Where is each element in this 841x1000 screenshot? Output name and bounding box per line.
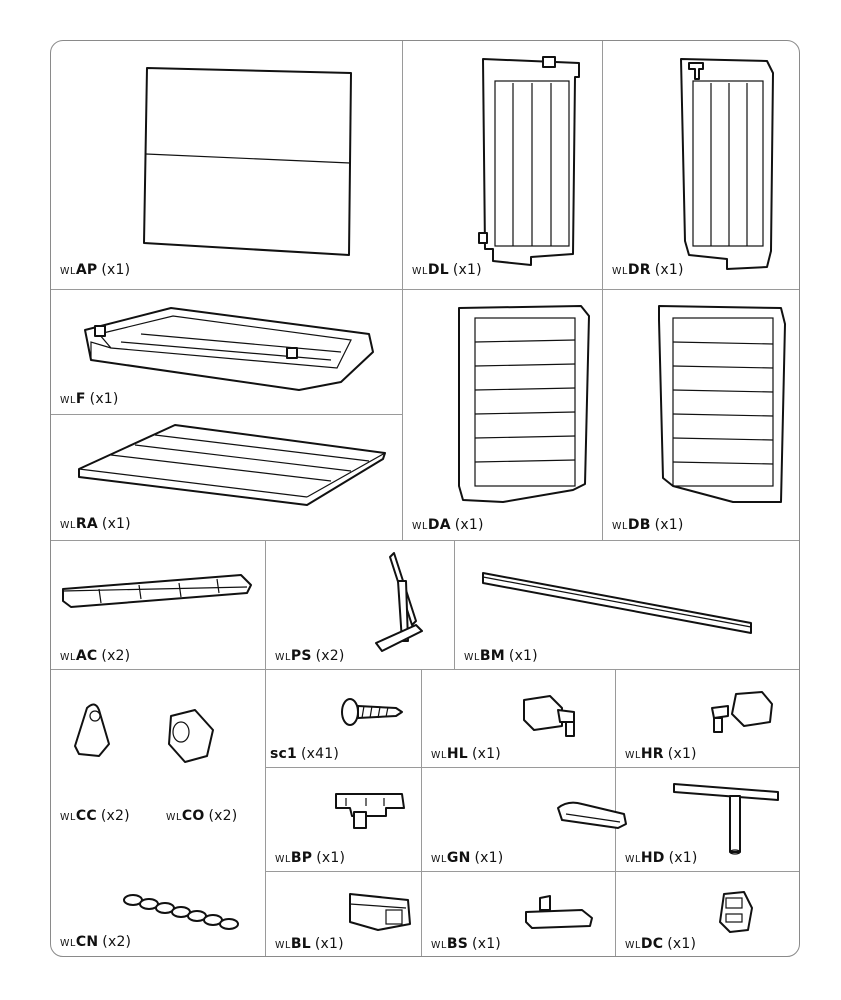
clip-cc-illustration bbox=[74, 703, 239, 930]
part-cell-hd: WLHD(x1) bbox=[616, 768, 799, 872]
door-da-illustration bbox=[458, 305, 590, 503]
part-cell-dc: WLDC(x1) bbox=[616, 872, 799, 956]
part-cell-f: WLF(x1) bbox=[51, 290, 403, 415]
part-cell-bm: WLBM(x1) bbox=[455, 541, 799, 670]
part-label-dl: WLDL(x1) bbox=[412, 262, 482, 278]
screw-sc1-illustration bbox=[341, 698, 403, 726]
part-label-da: WLDA(x1) bbox=[412, 517, 484, 533]
rail-ac-illustration bbox=[62, 574, 252, 608]
part-label-ps: WLPS(x2) bbox=[275, 648, 345, 664]
part-cell-hr: WLHR(x1) bbox=[616, 670, 799, 768]
part-cell-gn: WLGN(x1) bbox=[422, 768, 627, 872]
part-label-cn: WLCN(x2) bbox=[60, 934, 132, 950]
part-label-dr: WLDR(x1) bbox=[612, 262, 684, 278]
part-cell-hl: WLHL(x1) bbox=[422, 670, 616, 768]
ramp-ra-illustration bbox=[78, 424, 386, 506]
part-cell-bl: WLBL(x1) bbox=[266, 872, 422, 956]
part-label-gn: WLGN(x1) bbox=[431, 850, 504, 866]
block-bl-illustration bbox=[349, 893, 411, 931]
bolt-bs-illustration bbox=[525, 895, 593, 929]
part-label-ac: WLAC(x2) bbox=[60, 648, 131, 664]
chain-cn-links bbox=[123, 894, 239, 930]
part-cell-sc1: sc1(x41) bbox=[266, 670, 422, 768]
catch-dc-illustration bbox=[719, 891, 753, 933]
bracket-bp-illustration bbox=[335, 793, 405, 829]
part-cell-bs: WLBS(x1) bbox=[422, 872, 616, 956]
part-label-cc: WLCC(x2) bbox=[60, 808, 130, 824]
part-cell-ac: WLAC(x2) bbox=[51, 541, 266, 670]
hinge-hr-illustration bbox=[711, 691, 773, 733]
part-label-co: WLCO(x2) bbox=[166, 808, 238, 824]
part-label-dc: WLDC(x1) bbox=[625, 936, 697, 952]
door-dr-illustration bbox=[680, 58, 774, 270]
floor-f-illustration bbox=[84, 307, 374, 391]
guide-gn-illustration bbox=[557, 801, 627, 829]
part-label-hr: WLHR(x1) bbox=[625, 746, 697, 762]
hinge-hl-illustration bbox=[523, 695, 575, 737]
panel-ap-illustration bbox=[143, 67, 352, 256]
part-label-ap: WLAP(x1) bbox=[60, 262, 131, 278]
part-label-hd: WLHD(x1) bbox=[625, 850, 698, 866]
part-cell-ps: WLPS(x2) bbox=[266, 541, 455, 670]
part-cell-ra: WLRA(x1) bbox=[51, 415, 403, 541]
part-label-ra: WLRA(x1) bbox=[60, 516, 131, 532]
handle-hd-illustration bbox=[673, 783, 779, 855]
part-cell-da: WLDA(x1) bbox=[403, 290, 603, 541]
parts-sheet: WLAP(x1) WLDL(x1) WLDR(x1) bbox=[50, 40, 800, 957]
part-label-sc1: sc1(x41) bbox=[270, 746, 340, 762]
part-cell-bp: WLBP(x1) bbox=[266, 768, 422, 872]
prop-ps-illustration bbox=[375, 552, 423, 652]
part-label-bm: WLBM(x1) bbox=[464, 648, 538, 664]
door-db-illustration bbox=[658, 305, 786, 503]
part-cell-dl: WLDL(x1) bbox=[403, 41, 603, 290]
beam-bm-illustration bbox=[482, 572, 752, 634]
part-label-hl: WLHL(x1) bbox=[431, 746, 501, 762]
part-cell-db: WLDB(x1) bbox=[603, 290, 799, 541]
part-cell-ap: WLAP(x1) bbox=[51, 41, 403, 290]
part-label-f: WLF(x1) bbox=[60, 391, 119, 407]
part-label-bs: WLBS(x1) bbox=[431, 936, 501, 952]
part-label-bp: WLBP(x1) bbox=[275, 850, 346, 866]
door-dl-illustration bbox=[478, 56, 580, 266]
part-label-db: WLDB(x1) bbox=[612, 517, 684, 533]
part-cell-chain-group: WLCC(x2) WLCO(x2) WLCN(x2) bbox=[51, 670, 266, 956]
part-cell-dr: WLDR(x1) bbox=[603, 41, 799, 290]
part-label-bl: WLBL(x1) bbox=[275, 936, 344, 952]
